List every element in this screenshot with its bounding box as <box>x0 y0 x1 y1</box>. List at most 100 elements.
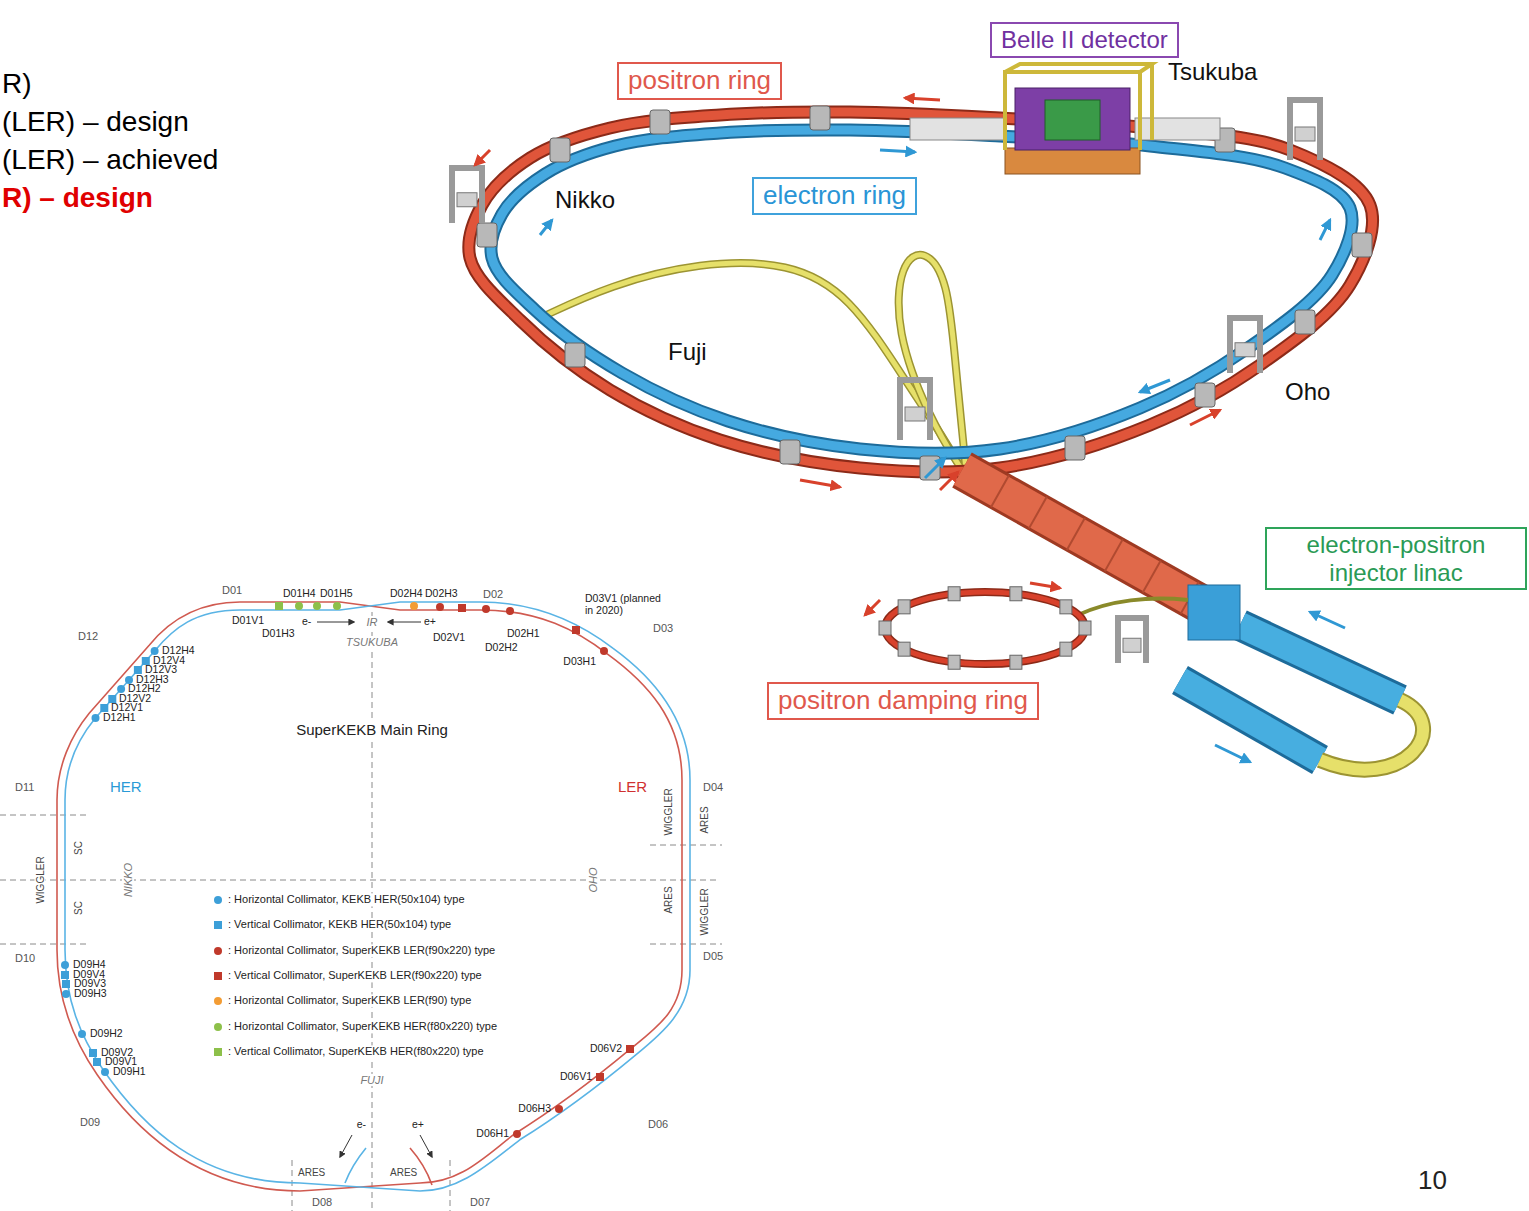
callout-box: positron ring <box>617 62 782 100</box>
vertical-collimator-mark <box>458 604 466 612</box>
horizontal-collimator-mark <box>62 990 70 998</box>
damping-ring <box>885 592 1085 664</box>
damping-ring-magnet <box>1060 600 1072 614</box>
collimator-label: D09H1 <box>113 1066 146 1078</box>
collimator-label: e- <box>357 1119 366 1131</box>
damping-ring-magnet <box>1060 642 1072 656</box>
sector-label: D05 <box>703 950 723 962</box>
electron-ring-tube-outline <box>491 130 1352 453</box>
support-block <box>457 193 477 207</box>
horizontal-collimator-mark <box>61 961 69 969</box>
sector-label: D10 <box>15 952 35 964</box>
sector-label: D02 <box>483 588 503 600</box>
vertical-collimator-swatch <box>214 921 222 929</box>
horizontal-collimator-mark <box>117 685 125 693</box>
horizontal-collimator-mark <box>410 602 418 610</box>
legend-text: : Vertical Collimator, KEKB HER(50x104) … <box>226 918 453 931</box>
magnet-block <box>1295 310 1315 334</box>
horizontal-collimator-mark <box>482 605 490 613</box>
callout-box: positron damping ring <box>767 682 1039 720</box>
electron-linac-tube <box>1240 625 1400 700</box>
beam-platform <box>1135 118 1220 140</box>
beam-direction-arrow <box>475 150 490 165</box>
electron-linac-tube <box>1180 680 1320 760</box>
support-frame <box>900 380 930 440</box>
legend-text: : Vertical Collimator, SuperKEKB LER(f90… <box>226 969 484 982</box>
sector-label: D09 <box>80 1116 100 1128</box>
sector-label: D07 <box>470 1196 490 1208</box>
horizontal-collimator-mark <box>92 714 100 722</box>
transport-line <box>899 255 966 470</box>
section-label: WIGGLER <box>35 854 46 905</box>
collimator-label: e- <box>302 616 311 628</box>
detector-base <box>1005 148 1140 174</box>
collimator-label: D01H5 <box>320 588 353 600</box>
beam-arrow <box>420 1135 432 1157</box>
sector-label: D06 <box>648 1118 668 1130</box>
support-frame <box>1290 100 1320 160</box>
ring-name: LER <box>618 779 647 796</box>
horizontal-collimator-mark <box>600 647 608 655</box>
region-label: OHO <box>587 865 599 894</box>
horizontal-collimator-mark <box>151 647 159 655</box>
magnet-block <box>1195 383 1215 407</box>
accelerator-illustration <box>452 64 1423 770</box>
section-label: WIGGLER <box>699 888 710 935</box>
damping-ring-magnet <box>898 642 910 656</box>
transport-line-outline <box>899 255 966 470</box>
section-label: ARES <box>390 1167 417 1178</box>
her-ring-line <box>65 602 690 1191</box>
beam-direction-arrow <box>540 220 552 235</box>
section-label: ARES <box>699 806 710 833</box>
electron-ring-tube <box>491 130 1352 453</box>
region-label: TSUKUBA <box>344 636 400 648</box>
vertical-collimator-mark <box>93 1058 101 1066</box>
slide-text: R) – design <box>2 183 153 214</box>
site-name: Tsukuba <box>1168 59 1257 85</box>
damping-ring-magnet <box>948 655 960 669</box>
beam-direction-arrow <box>865 600 880 615</box>
horizontal-collimator-swatch <box>214 1023 222 1031</box>
vertical-collimator-mark <box>134 666 142 674</box>
support-block <box>1123 638 1141 652</box>
horizontal-collimator-swatch <box>214 896 222 904</box>
section-divider <box>292 1160 293 1211</box>
collimator-label: D06H1 <box>476 1128 509 1140</box>
vertical-collimator-mark <box>61 971 69 979</box>
collimator-label: D12H1 <box>103 712 136 724</box>
beam-arrow <box>388 622 421 623</box>
linac-section <box>991 475 1009 507</box>
section-divider <box>650 845 722 846</box>
beam-direction-arrow <box>925 458 945 478</box>
sector-label: D08 <box>312 1196 332 1208</box>
damping-ring-magnet <box>1010 655 1022 669</box>
collimator-label: D02H2 <box>485 642 518 654</box>
horizontal-collimator-mark <box>295 602 303 610</box>
section-divider <box>0 880 720 881</box>
sector-label: D03 <box>653 622 673 634</box>
section-label: ARES <box>298 1167 325 1178</box>
collimator-label: D02H3 <box>425 588 458 600</box>
horizontal-collimator-mark <box>436 603 444 611</box>
damping-ring-magnet <box>948 587 960 601</box>
electron-injection-line <box>345 1148 366 1183</box>
beam-direction-arrow <box>800 480 840 487</box>
magnet-block <box>565 343 585 367</box>
ring-name: HER <box>110 779 142 796</box>
site-name: Oho <box>1285 379 1330 405</box>
support-frame <box>452 168 482 223</box>
horizontal-collimator-mark <box>78 1030 86 1038</box>
callout-text: positron damping ring <box>778 686 1028 716</box>
magnet-block <box>477 223 497 247</box>
horizontal-collimator-mark <box>313 602 321 610</box>
slide-text: (LER) – achieved <box>2 145 218 176</box>
collimator-label: e+ <box>412 1119 424 1131</box>
magnet-block <box>1065 436 1085 460</box>
callout-text: Belle II detector <box>1001 26 1168 54</box>
linac-bend-outline <box>1320 700 1423 770</box>
slide-text: (LER) – design <box>2 107 189 138</box>
horizontal-collimator-mark <box>333 602 341 610</box>
horizontal-collimator-swatch <box>214 947 222 955</box>
linac-section <box>1029 497 1047 529</box>
linac-section <box>1067 518 1085 550</box>
